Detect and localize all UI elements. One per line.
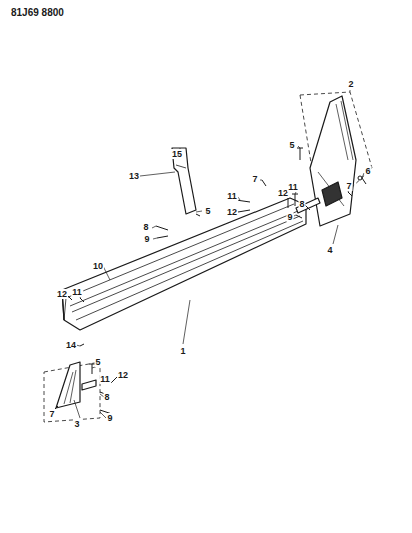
callout-number: 9	[143, 234, 150, 244]
callout-number: 4	[326, 245, 333, 255]
callout-number: 6	[364, 166, 371, 176]
callout-number: 8	[142, 222, 149, 232]
callout-number: 13	[128, 171, 140, 181]
callout-number: 7	[345, 181, 352, 191]
callout-number: 12	[56, 289, 68, 299]
callout-number: 8	[298, 199, 305, 209]
callout-number: 5	[94, 357, 101, 367]
callout-number: 11	[99, 374, 111, 384]
callout-number: 10	[92, 261, 104, 271]
callout-number: 5	[288, 140, 295, 150]
callout-number: 11	[71, 287, 83, 297]
callout-number: 15	[171, 149, 183, 159]
callout-number: 2	[347, 79, 354, 89]
callout-number: 12	[226, 207, 238, 217]
callout-number: 5	[204, 206, 211, 216]
callout-number: 7	[48, 409, 55, 419]
callout-number: 8	[103, 392, 110, 402]
callout-number: 11	[287, 182, 299, 192]
callout-number: 9	[106, 413, 113, 423]
callout-number: 1	[179, 346, 186, 356]
callout-number: 7	[251, 174, 258, 184]
drawing-code: 81J69 8800	[10, 8, 65, 18]
callout-number: 14	[65, 340, 77, 350]
callout-number: 9	[286, 212, 293, 222]
callout-number: 12	[117, 370, 129, 380]
callout-number: 3	[73, 419, 80, 429]
callout-number: 11	[226, 191, 238, 201]
